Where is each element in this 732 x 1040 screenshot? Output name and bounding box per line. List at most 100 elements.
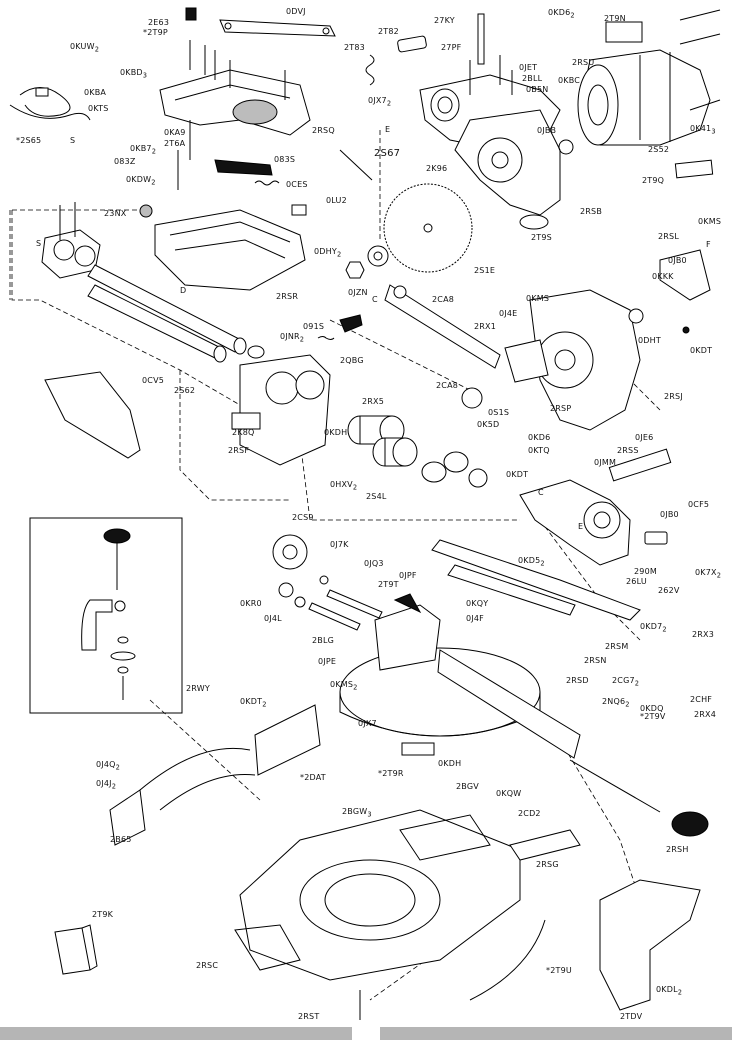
part-label-0dht: 0DHT — [638, 336, 661, 345]
footer-bar-right — [380, 1027, 732, 1040]
part-label-0kuw: 0KUW2 — [70, 42, 99, 55]
label-text: 2NQ6 — [602, 697, 626, 706]
clamp-2rsg — [509, 829, 581, 861]
label-text: *2T9P — [143, 28, 168, 37]
label-text: *2S65 — [16, 136, 42, 145]
part-label-2k96: 2K96 — [426, 164, 447, 173]
part-label-2rsc: 2RSC — [196, 961, 218, 970]
label-text: 0JPF — [399, 571, 417, 580]
part-label-0kqy: 0KQY — [466, 599, 488, 608]
part-label-0ka9: 0KA9 — [164, 128, 186, 137]
part-label-2t9k: 2T9K — [92, 910, 113, 919]
label-subscript: 2 — [262, 700, 267, 709]
upper-guard-2rsb — [454, 109, 561, 216]
label-text: 2RX3 — [692, 630, 715, 639]
part-label-0kdq: 0KDQ — [640, 704, 664, 713]
part-label-083s: 083S — [274, 155, 295, 164]
guard-link-2rsl — [628, 249, 711, 324]
label-text: 0KD5 — [518, 556, 541, 565]
part-label-0j4j: 0J4J2 — [96, 779, 116, 792]
label-text: 0KKK — [652, 272, 674, 281]
label-text: 083S — [274, 155, 296, 164]
label-text: 0J4J — [96, 779, 112, 788]
label-text: 0K7X — [695, 568, 717, 577]
label-text: *2T9R — [378, 769, 404, 778]
label-text: 0B5N — [526, 85, 549, 94]
washer-0j7k — [319, 575, 329, 585]
part-label-23nx: 23NX — [104, 209, 126, 218]
label-text: 0JBB — [537, 126, 557, 135]
part-label-2rsb: 2RSB — [580, 207, 602, 216]
label-text: 2RSF — [228, 446, 250, 455]
part-label-2qbg: 2QBG — [340, 356, 364, 365]
part-label-0k7x: 0K7X2 — [695, 568, 721, 581]
label-text: E — [578, 522, 584, 531]
part-label-2bgv: 2BGV — [456, 782, 479, 791]
part-label-0b5n: 0B5N — [526, 85, 548, 94]
part-label-2t82: 2T82 — [378, 27, 399, 36]
label-text: 0KUW — [70, 42, 95, 51]
part-label-2rx4: 2RX4 — [694, 710, 716, 719]
part-label-0kdt-mid: 0KDT — [506, 470, 528, 479]
part-label-0kdw: 0KDW2 — [126, 175, 156, 188]
label-text: C — [538, 488, 544, 497]
part-label-2rsm: 2RSM — [605, 642, 628, 651]
label-text: 0JB0 — [668, 256, 687, 265]
label-text: 23NX — [104, 209, 127, 218]
part-label-2t9r: *2T9R — [378, 769, 404, 778]
part-label-0jx7-top: 0JX72 — [368, 96, 391, 109]
label-2t9q — [674, 159, 714, 179]
label-text: 0KDQ — [640, 704, 664, 713]
label-text: 0JMM — [594, 458, 617, 467]
label-text: 26LU — [626, 577, 647, 586]
label-text: 2RSH — [666, 845, 689, 854]
label-text: 2QBG — [340, 356, 364, 365]
label-text: 0KBA — [84, 88, 107, 97]
part-label-2t9t: 2T9T — [378, 580, 399, 589]
part-label-0kbc: 0KBC — [558, 76, 580, 85]
part-label-2rx5: 2RX5 — [362, 397, 384, 406]
part-label-2bll: 2BLL — [522, 74, 542, 83]
label-text: 2TDV — [620, 1012, 643, 1021]
label-text: 290M — [634, 567, 657, 576]
part-label-0jnr: 0JNR2 — [280, 332, 304, 345]
label-text: 2RSP — [550, 404, 572, 413]
label-text: 0KR0 — [240, 599, 262, 608]
label-text: 2RSU — [572, 58, 595, 67]
label-text: 2RST — [298, 1012, 320, 1021]
part-label-0cv5: 0CV5 — [142, 376, 164, 385]
label-text: 0KDT — [240, 697, 263, 706]
label-text: 0CF5 — [688, 500, 710, 509]
inset-box-2rwy — [29, 517, 183, 714]
label-subscript: 2 — [677, 988, 683, 997]
part-label-0kdh-mid: 0KDH — [324, 428, 347, 437]
part-label-0kkk: 0KKK — [652, 272, 674, 281]
label-text: 083Z — [114, 157, 136, 166]
knob-2cs9 — [272, 534, 308, 570]
label-text: 2K8Q — [232, 428, 255, 437]
label-text: 0CES — [286, 180, 308, 189]
handle-housing-2rsq — [159, 7, 311, 136]
plate-2rsp — [504, 339, 549, 383]
label-subscript: 2 — [540, 559, 545, 568]
label-text: 0JX7 — [368, 96, 387, 105]
part-label-2b65: 2B65 — [110, 835, 132, 844]
label-text: 0DHT — [638, 336, 661, 345]
label-text: 2BLG — [312, 636, 335, 645]
label-text: 0JB0 — [660, 510, 679, 519]
part-label-0kd6-mid: 0KD6 — [528, 433, 550, 442]
label-text: 0K5D — [477, 420, 500, 429]
part-label-2rwy: 2RWY — [186, 684, 210, 693]
part-label-27pf: 27PF — [441, 43, 461, 52]
part-label-2k8q: 2K8Q — [232, 428, 255, 437]
part-label-2tdv: 2TDV — [620, 1012, 642, 1021]
part-label-27ky: 27KY — [434, 16, 455, 25]
label-text: 0LU2 — [326, 196, 347, 205]
part-label-2s67: 2S67 — [374, 148, 401, 159]
label-subscript: 3 — [367, 810, 372, 819]
knob-0kr0 — [278, 582, 294, 598]
label-text: 2S4L — [366, 492, 387, 501]
part-label-2s65: *2S65 — [16, 136, 41, 145]
label-text: 2S67 — [374, 148, 401, 159]
